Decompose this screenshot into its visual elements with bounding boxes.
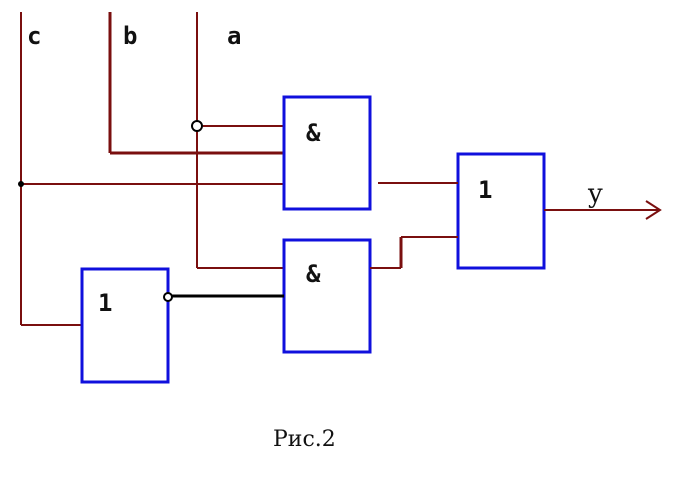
and-gate-top bbox=[282, 95, 372, 211]
inversion-circle-a bbox=[191, 120, 203, 132]
or-gate-left-label: 1 bbox=[98, 289, 112, 317]
inversion-circle-or-left bbox=[163, 292, 173, 302]
input-label-b: b bbox=[123, 22, 137, 50]
wire-input-a bbox=[196, 12, 284, 269]
and-gate-bottom-label: & bbox=[306, 260, 321, 288]
output-arrow bbox=[544, 200, 662, 220]
or-gate-right bbox=[456, 152, 546, 270]
or-gate-right-label: 1 bbox=[478, 176, 492, 204]
and-gate-top-label: & bbox=[306, 119, 321, 147]
wire-and-bottom-to-or-right bbox=[370, 236, 458, 269]
and-gate-bottom bbox=[282, 238, 372, 354]
or-gate-left bbox=[80, 267, 170, 384]
figure-caption: Рис.2 bbox=[273, 427, 336, 452]
output-label-y: y bbox=[587, 179, 603, 209]
input-label-a: a bbox=[227, 22, 241, 50]
input-label-c: c bbox=[27, 22, 41, 50]
junction-dot-c bbox=[18, 181, 24, 187]
wire-input-c bbox=[20, 12, 284, 326]
